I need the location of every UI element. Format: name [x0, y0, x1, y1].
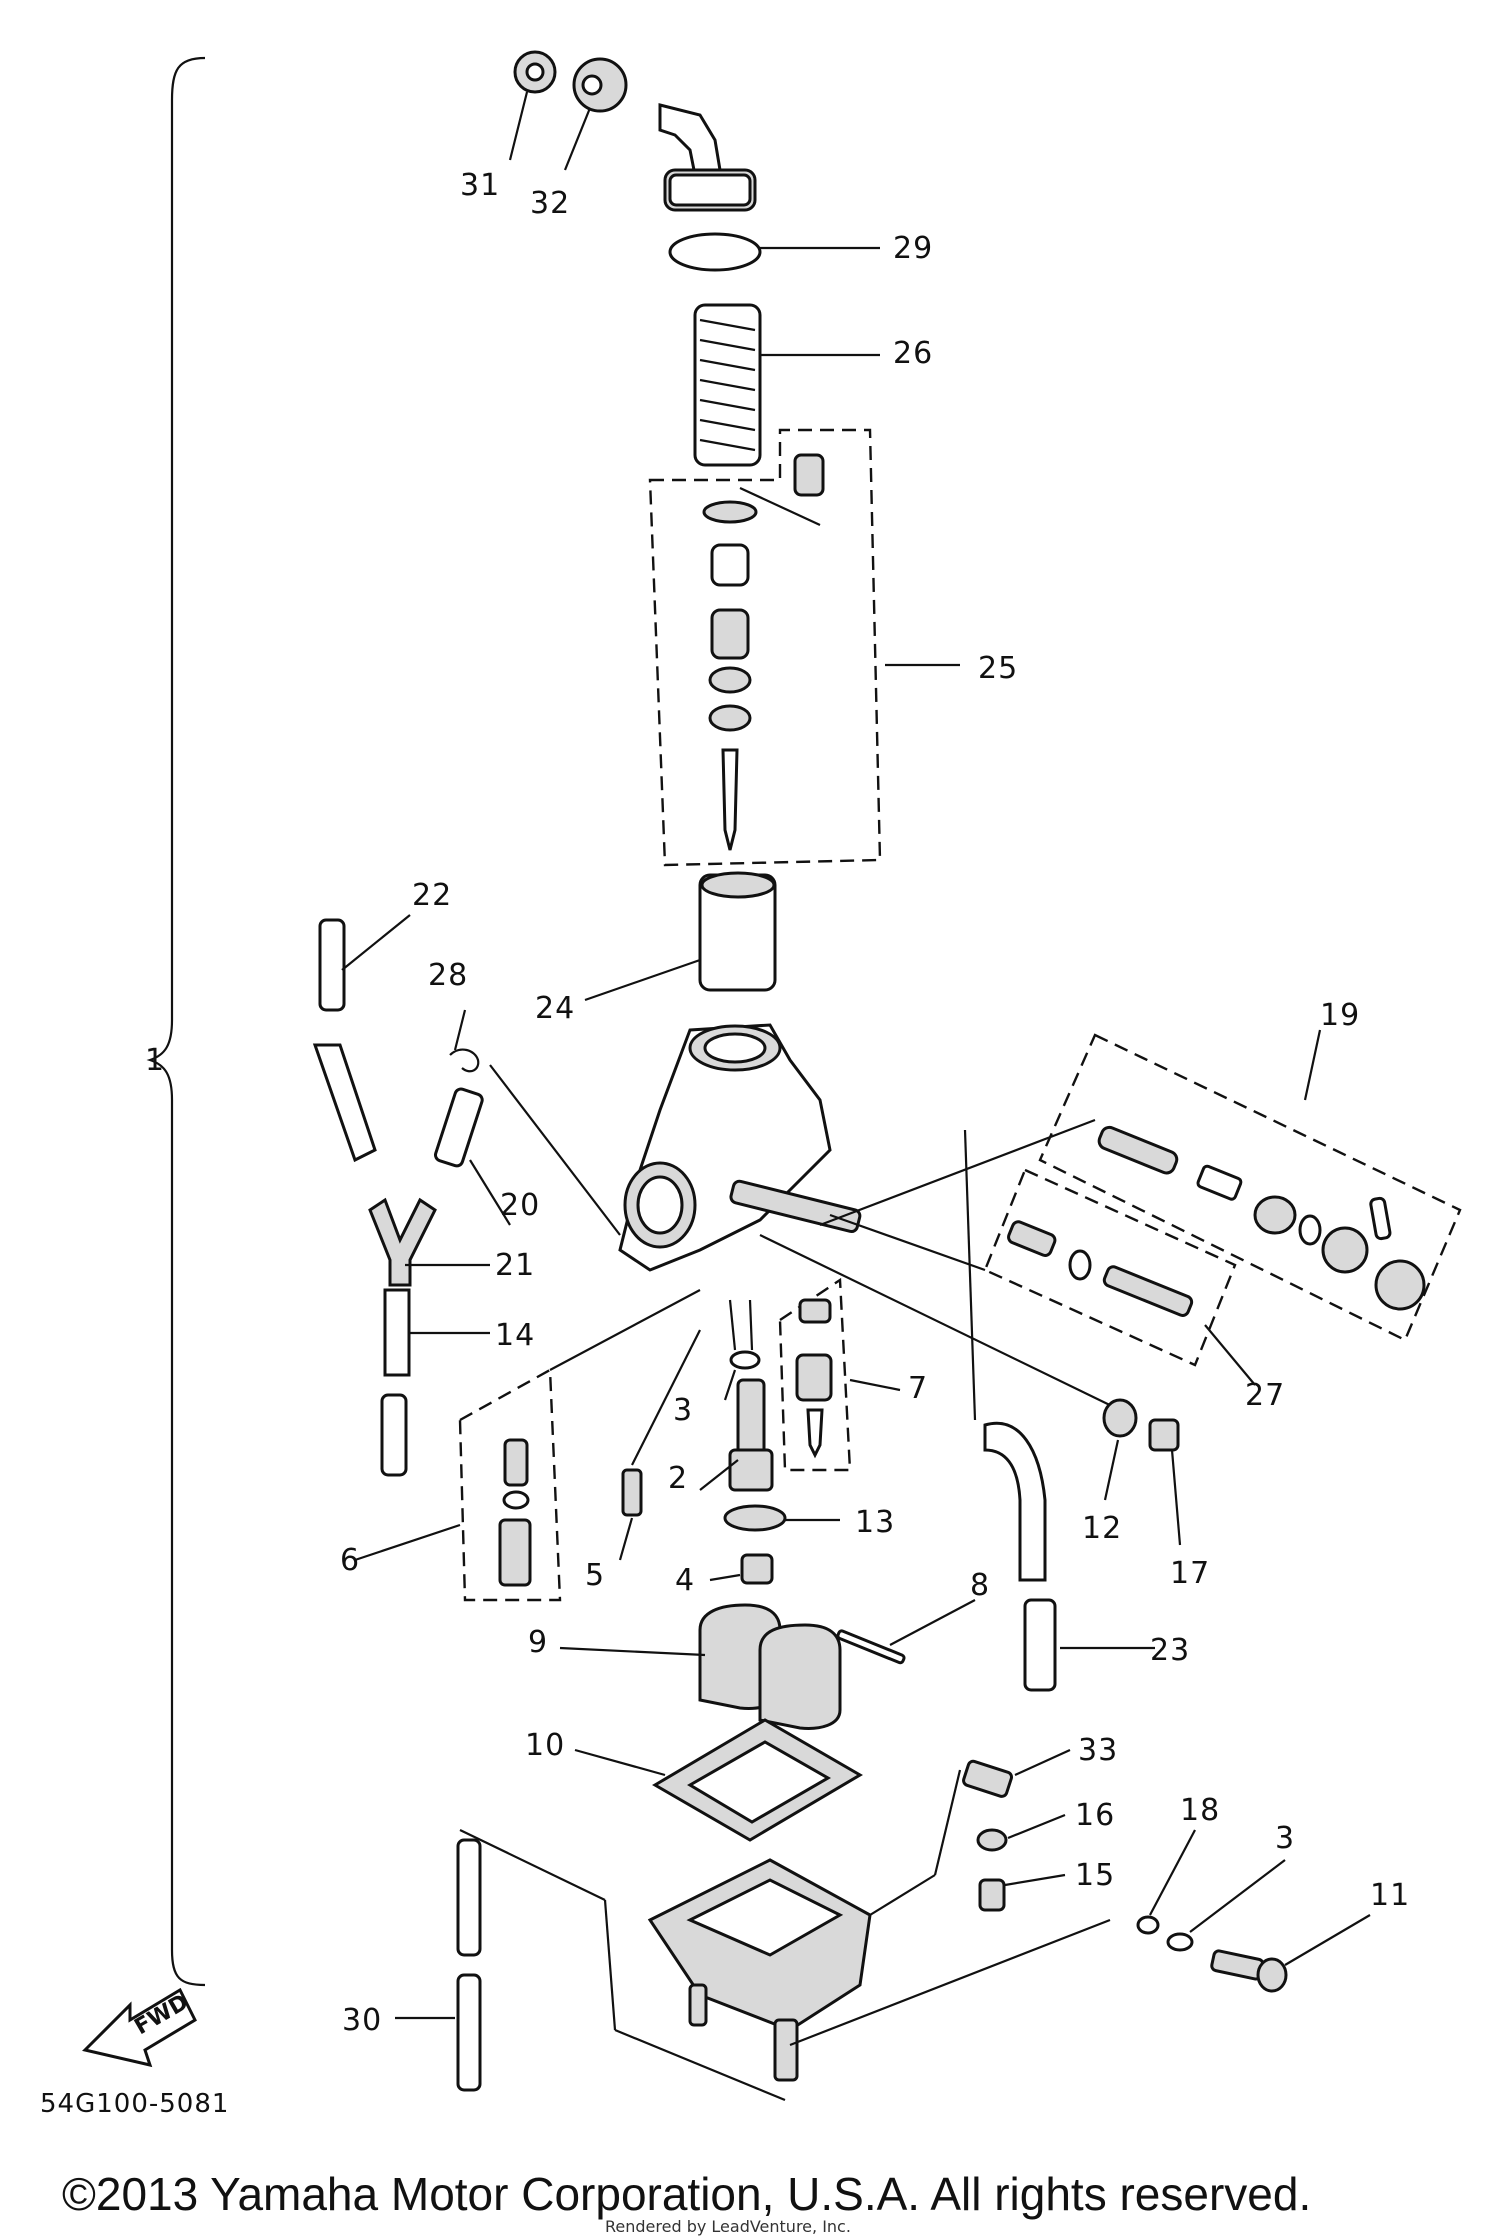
label-1: 1: [145, 1043, 165, 1078]
part-4-main-jet: [740, 1553, 774, 1585]
label-3: 3: [673, 1393, 693, 1428]
part-5-jet: [621, 1468, 643, 1517]
part-32-washer: [572, 57, 628, 113]
carb-top-cap: [658, 103, 757, 212]
label-18: 18: [1180, 1793, 1220, 1828]
label-33: 33: [1078, 1733, 1118, 1768]
label-14: 14: [495, 1318, 535, 1353]
part-10-gasket: [652, 1718, 863, 1842]
part-28-clip: [449, 1048, 480, 1073]
part-27-box: [983, 1168, 1237, 1367]
part-2-needle-jet: [728, 1378, 774, 1492]
float-bowl: [647, 1858, 872, 2082]
part-21-y-joint: [368, 1197, 437, 1287]
label-19: 19: [1320, 998, 1360, 1033]
part-15-plug: [978, 1878, 1006, 1912]
part-18-o-ring: [1136, 1915, 1160, 1935]
label-28: 28: [428, 958, 468, 993]
label-17: 17: [1170, 1556, 1210, 1591]
part-19-parts: [1097, 1125, 1426, 1311]
part-30-hose: [456, 1838, 482, 1957]
label-12: 12: [1082, 1511, 1122, 1546]
part-33-bracket: [962, 1759, 1013, 1798]
part-3-o-ring: [729, 1350, 761, 1370]
part-12-washer: [1102, 1398, 1138, 1438]
label-26: 26: [893, 336, 933, 371]
label-2: 2: [668, 1461, 688, 1496]
part-26-spring: [693, 303, 762, 467]
label-9: 9: [528, 1625, 548, 1660]
part-19-box: [1038, 1033, 1462, 1342]
part-16-washer: [976, 1828, 1008, 1852]
label-4: 4: [675, 1563, 695, 1598]
label-11: 11: [1370, 1878, 1410, 1913]
label-20: 20: [500, 1188, 540, 1223]
part-20-hose: [434, 1087, 484, 1168]
label-23: 23: [1150, 1633, 1190, 1668]
label-13: 13: [855, 1505, 895, 1540]
part-24-throttle-slide: [698, 871, 777, 992]
part-8-pin: [836, 1629, 906, 1665]
label-29: 29: [893, 231, 933, 266]
part-31-cap: [513, 50, 557, 94]
label-22: 22: [412, 878, 452, 913]
label-25: 25: [978, 651, 1018, 686]
drawing-code: 54G100-5081: [40, 2089, 229, 2119]
label-32: 32: [530, 186, 570, 221]
label-21: 21: [495, 1248, 535, 1283]
needle-set-parts: [702, 453, 825, 851]
part-6-box: [458, 1368, 562, 1602]
copyright-notice: ©2013 Yamaha Motor Corporation, U.S.A. A…: [62, 2168, 1311, 2220]
rendered-by-note: Rendered by LeadVenture, Inc.: [605, 2217, 851, 2236]
assembly-bracket: [146, 56, 206, 1987]
label-7: 7: [908, 1371, 928, 1406]
carburetor-body: [618, 1023, 862, 1272]
part-11-drain-screw: [1210, 1949, 1288, 1993]
label-15: 15: [1075, 1858, 1115, 1893]
part-7-valve-parts: [795, 1298, 833, 1459]
label-10: 10: [525, 1728, 565, 1763]
part-22-hose: [318, 918, 346, 1012]
label-24: 24: [535, 991, 575, 1026]
label-3-second: 3: [1275, 1821, 1295, 1856]
part-29-o-ring: [668, 232, 762, 272]
label-31: 31: [460, 168, 500, 203]
label-8: 8: [970, 1568, 990, 1603]
part-7-box: [778, 1277, 852, 1472]
part-23-hose: [983, 1421, 1047, 1582]
part-27-parts: [1007, 1220, 1194, 1317]
part-14-hose: [383, 1288, 411, 1377]
fwd-arrow-icon: FWD: [82, 1987, 197, 2068]
part-13-washer: [723, 1504, 787, 1532]
label-30: 30: [342, 2003, 382, 2038]
part-6-jet-parts: [498, 1438, 532, 1587]
part-25-needle-set-box: [648, 428, 882, 867]
label-16: 16: [1075, 1798, 1115, 1833]
part-9-float: [698, 1603, 842, 1730]
label-6: 6: [340, 1543, 360, 1578]
label-27: 27: [1245, 1378, 1285, 1413]
part-3b-o-ring: [1166, 1932, 1194, 1952]
label-5: 5: [585, 1558, 605, 1593]
part-17-screw: [1148, 1418, 1180, 1452]
